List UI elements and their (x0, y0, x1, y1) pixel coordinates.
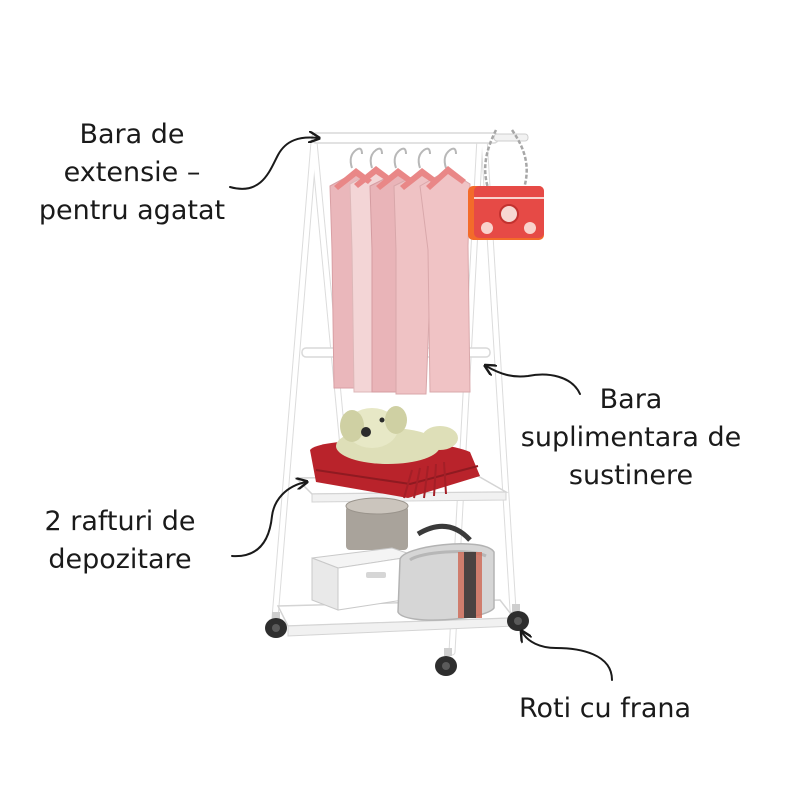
callout-line: Roti cu frana (518, 693, 692, 724)
callout-line: pentru agatat (38, 195, 226, 226)
callout-line: Bara (599, 384, 663, 415)
handbag (468, 129, 544, 240)
callout-line: Bara de (79, 119, 185, 150)
caster-wheels (265, 604, 529, 676)
arrow-shelves (231, 482, 306, 558)
storage-box (311, 547, 417, 611)
travel-bag (397, 523, 495, 621)
extension-bar (311, 132, 499, 144)
callout-line: sustinere (568, 460, 694, 491)
callout-shelves: 2 rafturi de depozitare (22, 503, 218, 579)
callout-arrows (229, 138, 613, 681)
arrow-support-bar (486, 366, 581, 395)
callout-support-bar: Bara suplimentara de sustinere (500, 381, 762, 495)
callout-extension-bar: Bara de extensie – pentru agatat (22, 116, 242, 230)
round-box (345, 497, 409, 550)
plush-toy (336, 406, 458, 464)
callout-line: depozitare (48, 544, 192, 575)
callout-wheels: Roti cu frana (500, 690, 710, 728)
hanger-icon (334, 166, 466, 190)
arrow-extension-bar (229, 138, 318, 190)
callout-line: extensie – (63, 157, 201, 188)
callout-line: suplimentara de (520, 422, 742, 453)
arrow-wheels (522, 632, 613, 681)
hanging-garments (329, 147, 471, 395)
callout-line: 2 rafturi de (44, 506, 196, 537)
